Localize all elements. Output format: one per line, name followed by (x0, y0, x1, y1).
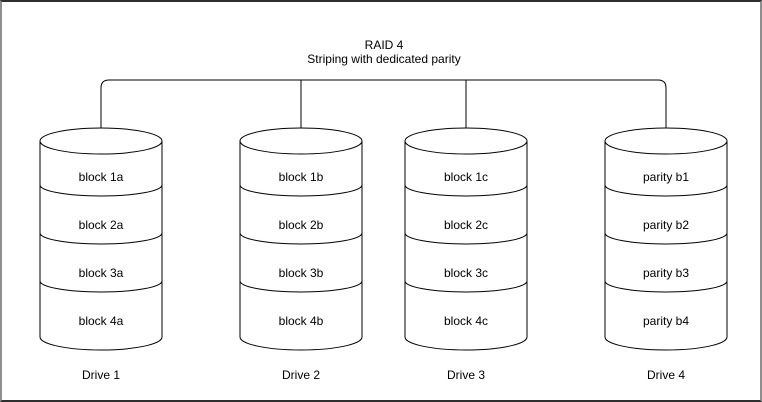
block-label: block 4c (444, 314, 488, 328)
cylinder-divider (239, 232, 363, 245)
block-label: block 2a (79, 218, 124, 232)
drive-2-cylinder: block 1b block 2b block 3b block 4b Driv… (239, 127, 363, 382)
cylinder-divider (604, 280, 728, 293)
block-label: block 1a (79, 170, 124, 184)
cylinder-divider (39, 232, 163, 245)
cylinder-divider (604, 232, 728, 245)
cylinder-divider (39, 280, 163, 293)
block-label: block 2b (279, 218, 324, 232)
block-label: block 3b (279, 266, 324, 280)
block-label: block 4a (79, 314, 124, 328)
cylinder-divider (604, 184, 728, 197)
block-label: block 1c (444, 170, 488, 184)
cylinder-top (39, 127, 163, 155)
cylinder-body (39, 140, 163, 351)
block-label: block 3a (79, 266, 124, 280)
block-label: block 1b (279, 170, 324, 184)
block-label: parity b1 (643, 170, 689, 184)
block-label: parity b2 (643, 218, 689, 232)
cylinder-body (239, 140, 363, 351)
cylinder-top (239, 127, 363, 155)
drive-label: Drive 2 (282, 368, 320, 382)
cylinder-divider (404, 184, 528, 197)
block-label: parity b4 (643, 314, 689, 328)
cylinder-top (404, 127, 528, 155)
drive-4-cylinder: parity b1 parity b2 parity b3 parity b4 … (604, 127, 728, 382)
cylinder-divider (39, 184, 163, 197)
cylinder-divider (404, 232, 528, 245)
bus-connector-line (100, 79, 667, 129)
cylinder-divider (404, 280, 528, 293)
cylinder-body (604, 140, 728, 351)
cylinder-body (404, 140, 528, 351)
drive-label: Drive 1 (82, 368, 120, 382)
block-label: block 4b (279, 314, 324, 328)
block-label: parity b3 (643, 266, 689, 280)
cylinder-divider (239, 184, 363, 197)
drive-1-cylinder: block 1a block 2a block 3a block 4a Driv… (39, 127, 163, 382)
cylinder-divider (239, 280, 363, 293)
drive-label: Drive 3 (447, 368, 485, 382)
cylinder-top (604, 127, 728, 155)
diagram-subtitle: Striping with dedicated parity (307, 52, 460, 66)
drive-3-cylinder: block 1c block 2c block 3c block 4c Driv… (404, 127, 528, 382)
block-label: block 2c (444, 218, 488, 232)
block-label: block 3c (444, 266, 488, 280)
diagram-title: RAID 4 (365, 38, 404, 52)
drive-label: Drive 4 (647, 368, 685, 382)
